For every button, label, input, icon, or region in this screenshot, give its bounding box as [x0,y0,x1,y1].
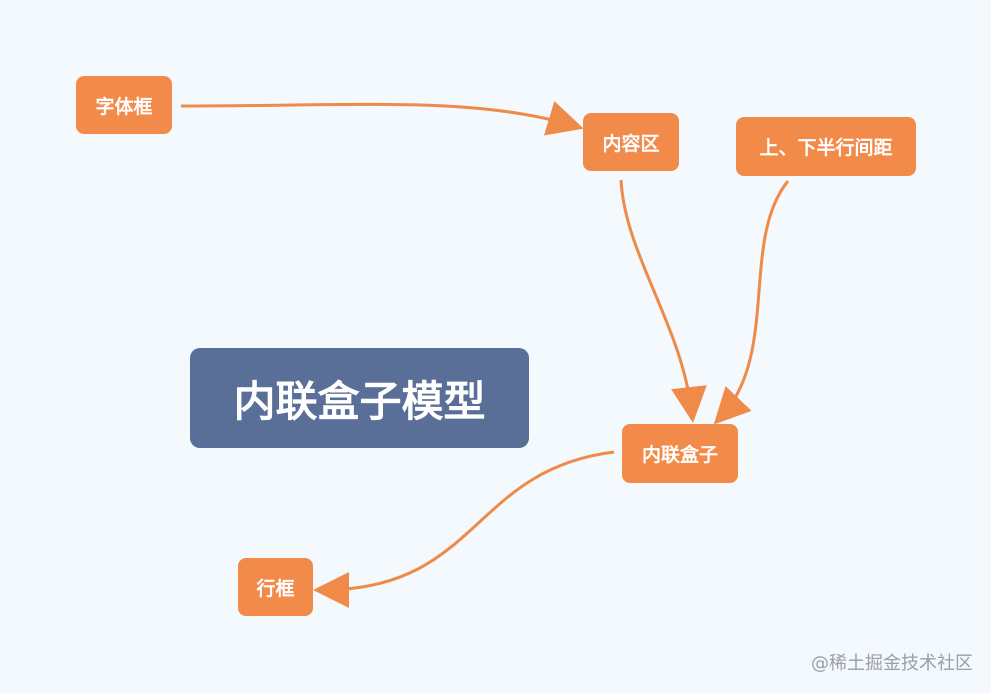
arrow-font-box-to-content-area [180,101,584,136]
watermark: @稀土掘金技术社区 [811,653,973,674]
node-half-leading-label: 上、下半行间距 [759,137,893,159]
diagram-title-box: 内联盒子模型 [190,348,529,448]
node-font-box-label: 字体框 [95,95,153,118]
node-half-leading: 上、下半行间距 [736,117,916,176]
arrow-inline-box-to-line-box [313,450,615,608]
arrow-half-leading-to-inline-box [713,180,790,425]
diagram-title: 内联盒子模型 [233,376,486,426]
node-inline-box: 内联盒子 [622,424,738,483]
node-line-box-label: 行框 [256,577,295,600]
arrow-content-area-to-inline-box [619,179,707,423]
node-content-area-label: 内容区 [602,132,660,155]
node-content-area: 内容区 [583,113,679,171]
node-inline-box-label: 内联盒子 [641,444,718,466]
node-font-box: 字体框 [76,76,172,134]
node-line-box: 行框 [238,558,313,616]
